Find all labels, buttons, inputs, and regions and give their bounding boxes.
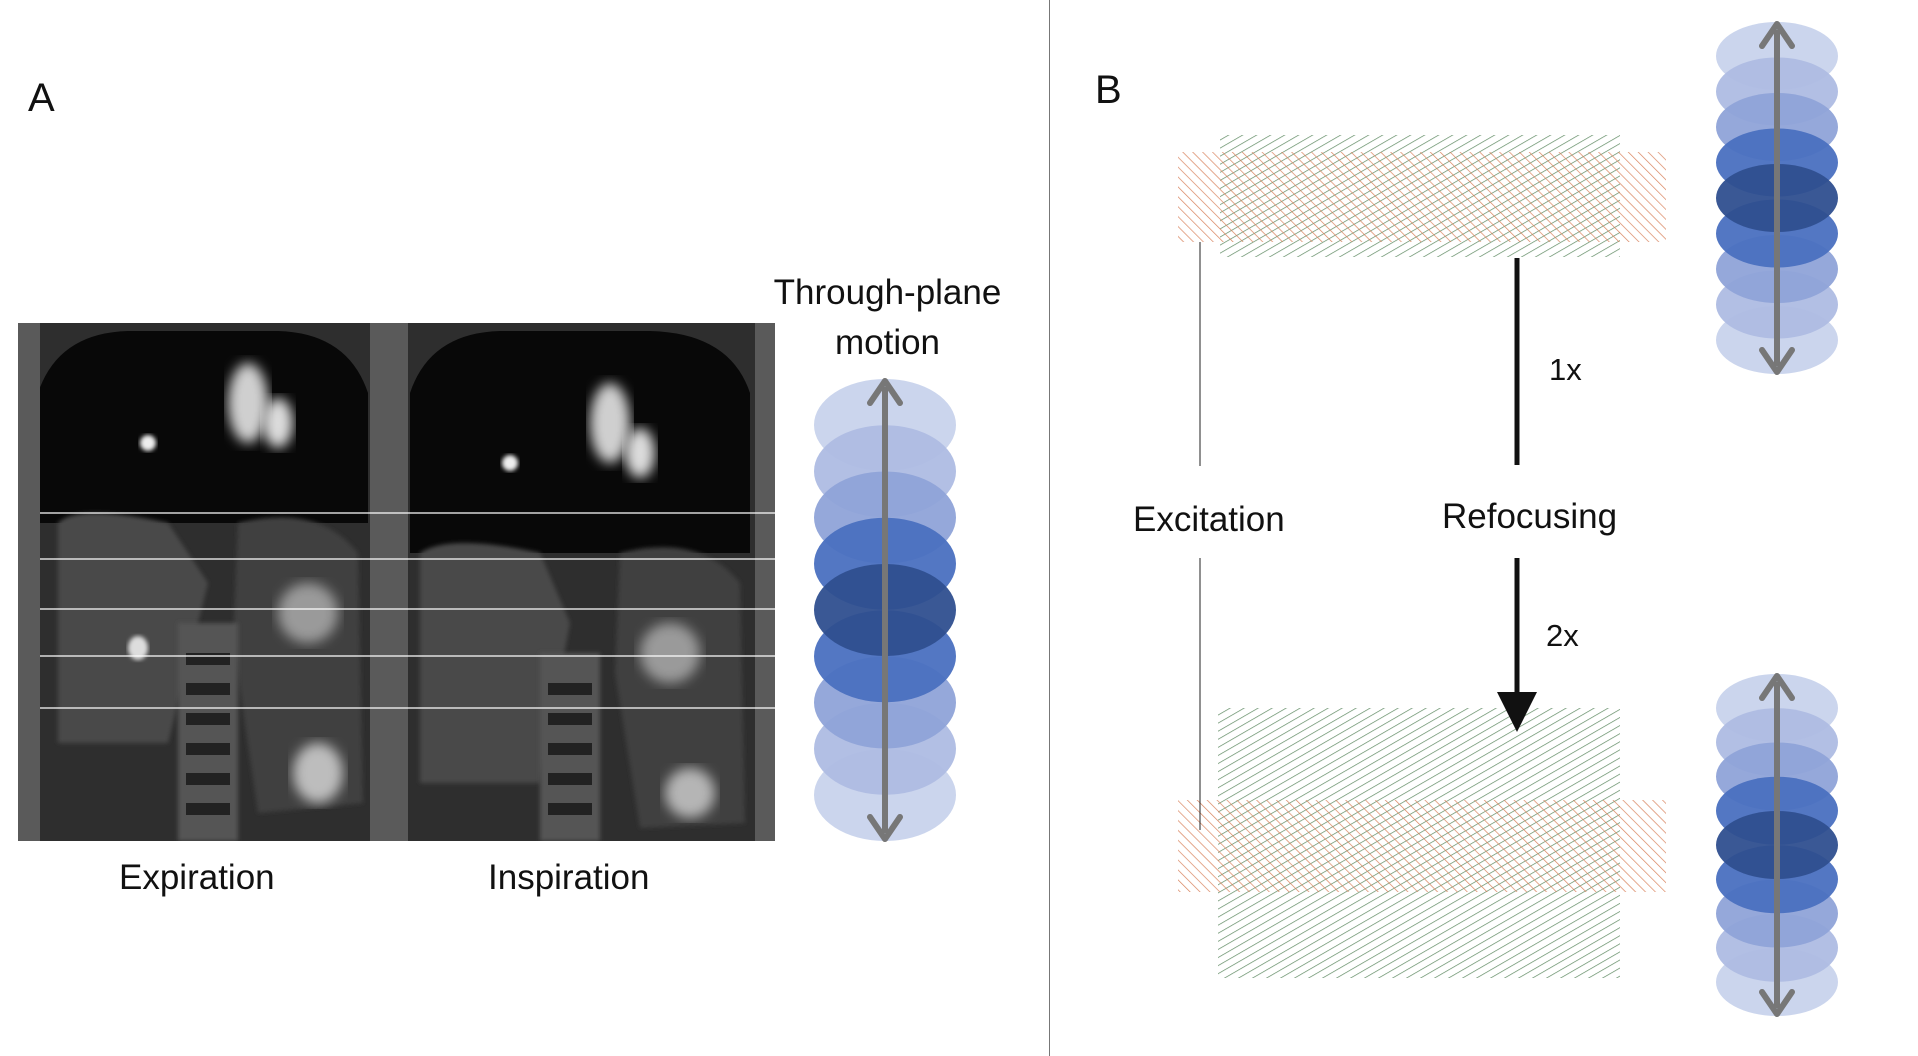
double-arrow-icon [867,378,903,842]
excitation-slab-top [1178,152,1666,242]
excitation-label: Excitation [1133,500,1285,539]
motion-label-line2: motion [834,323,941,362]
mri-expiration [18,323,390,841]
motion-ellipse-stack-b-bottom [1716,673,1838,1017]
step-1x-label: 1x [1549,352,1582,387]
motion-ellipse-stack-b-top [1716,21,1838,375]
panel-b-label: B [1095,68,1122,112]
motion-ellipse-stack-a [814,378,956,842]
double-arrow-icon [1759,673,1795,1017]
mri-inspiration [390,323,775,841]
mri-image-pair [18,323,775,841]
refocusing-label: Refocusing [1442,497,1618,536]
expiration-caption: Expiration [119,858,275,897]
excitation-slab-bottom [1178,800,1666,892]
slice-profiles-diagram [1178,135,1666,978]
panel-divider [1049,0,1050,1056]
double-arrow-icon [1759,21,1795,375]
step-2x-label: 2x [1546,618,1579,653]
inspiration-caption: Inspiration [488,858,650,897]
motion-label-line1: Through-plane [773,273,1002,312]
motion-label: Through-plane motion [740,268,1035,368]
panel-a-label: A [28,76,55,120]
slice-lines [40,512,775,709]
